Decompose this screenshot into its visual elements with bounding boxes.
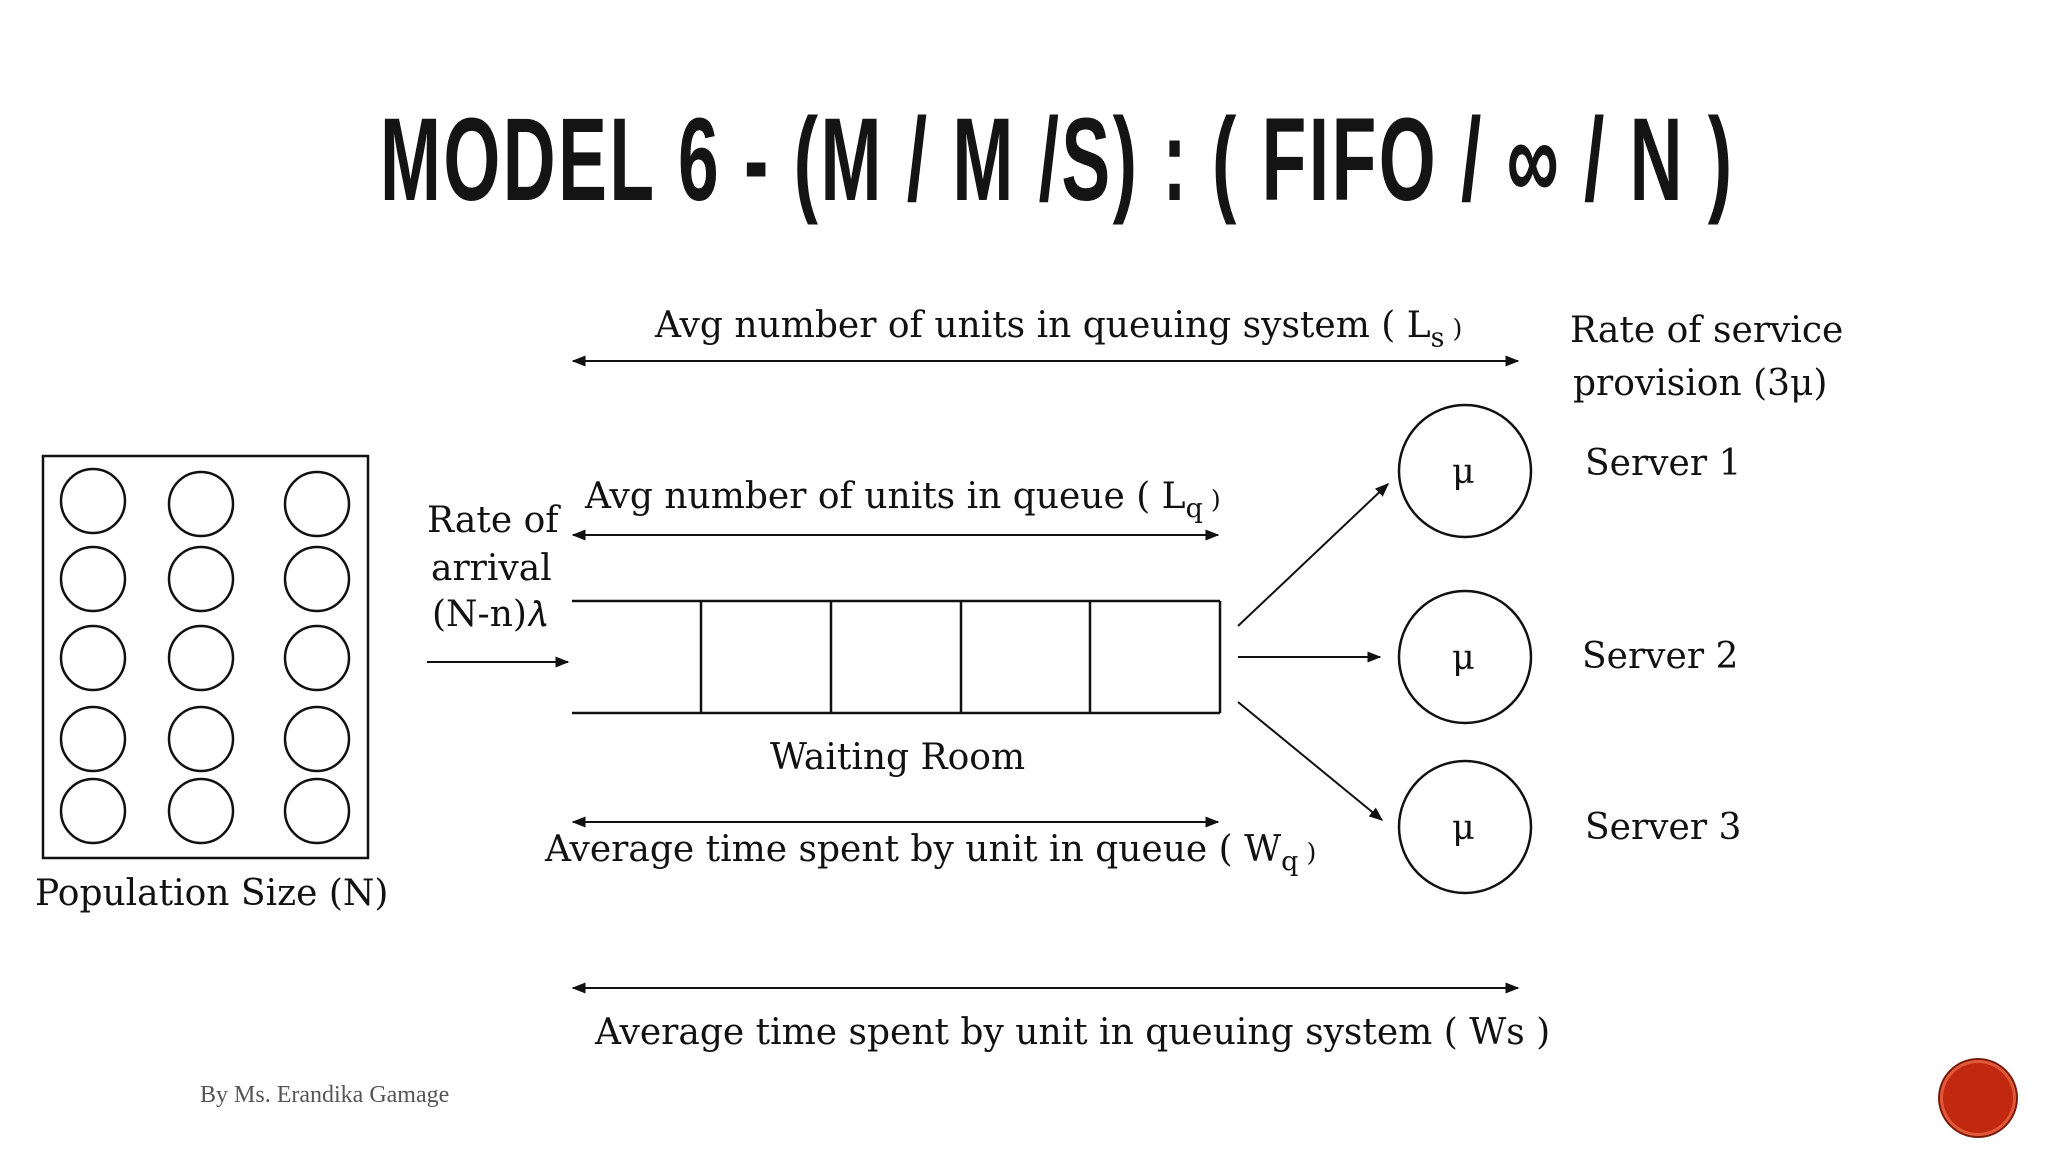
population-units xyxy=(59,467,351,845)
server-2-circle xyxy=(1397,589,1533,725)
arrival-rate-line-1: Rate of xyxy=(427,500,559,541)
wq-label-close: ) xyxy=(1298,838,1317,867)
server-3-label: Server 3 xyxy=(1585,807,1742,848)
dispatch-arrow-1 xyxy=(1237,483,1390,627)
population-box xyxy=(41,454,370,860)
lq-label-close: ) xyxy=(1202,485,1221,514)
population-unit xyxy=(283,470,351,538)
server-1-symbol: μ xyxy=(1452,452,1475,492)
ls-label-text: Avg number of units in queuing system ( … xyxy=(655,305,1431,346)
author-footer: By Ms. Erandika Gamage xyxy=(200,1082,450,1108)
service-rate-line-2: provision (3μ) xyxy=(1573,363,1828,404)
population-unit xyxy=(59,467,127,535)
ws-label: Average time spent by unit in queuing sy… xyxy=(595,1012,1551,1053)
ls-label: Avg number of units in queuing system ( … xyxy=(655,305,1462,353)
server-1-label: Server 1 xyxy=(1585,443,1742,484)
population-unit xyxy=(167,470,235,538)
population-unit xyxy=(167,624,235,692)
population-unit xyxy=(59,624,127,692)
lq-label-subscript: q xyxy=(1185,493,1203,525)
waiting-room-queue xyxy=(572,599,1222,715)
arrival-rate-line-2: arrival xyxy=(431,548,552,589)
population-unit xyxy=(167,777,235,845)
server-1-circle xyxy=(1397,403,1533,539)
slide-title: MODEL 6 - (M / M /S) : ( FIFO / ∞ / N ) xyxy=(380,94,1735,226)
lq-label-text: Avg number of units in queue ( L xyxy=(585,476,1186,517)
ls-label-close: ) xyxy=(1444,314,1463,343)
service-rate-line-1: Rate of service xyxy=(1570,310,1844,351)
population-unit xyxy=(167,545,235,613)
population-unit xyxy=(283,705,351,773)
population-unit xyxy=(167,705,235,773)
population-unit xyxy=(59,705,127,773)
wq-label: Average time spent by unit in queue ( Wq… xyxy=(545,829,1316,877)
lq-label: Avg number of units in queue ( Lq ) xyxy=(585,476,1221,524)
server-2-label: Server 2 xyxy=(1582,636,1739,677)
server-3-symbol: μ xyxy=(1452,808,1475,848)
waiting-room-label: Waiting Room xyxy=(770,737,1026,778)
server-2-symbol: μ xyxy=(1452,638,1475,678)
population-unit xyxy=(283,624,351,692)
wq-label-subscript: q xyxy=(1281,846,1299,878)
population-unit xyxy=(283,777,351,845)
server-3-circle xyxy=(1397,759,1533,895)
wq-label-text: Average time spent by unit in queue ( W xyxy=(545,829,1282,870)
population-unit xyxy=(283,545,351,613)
population-unit xyxy=(59,545,127,613)
slide-nav-button[interactable] xyxy=(1940,1060,2016,1136)
ls-label-subscript: s xyxy=(1430,322,1445,354)
population-unit xyxy=(59,777,127,845)
arrival-rate-line-3: (N-n)𝜆 xyxy=(432,594,547,635)
population-label: Population Size (N) xyxy=(35,873,389,914)
dispatch-arrow-3 xyxy=(1237,701,1384,821)
